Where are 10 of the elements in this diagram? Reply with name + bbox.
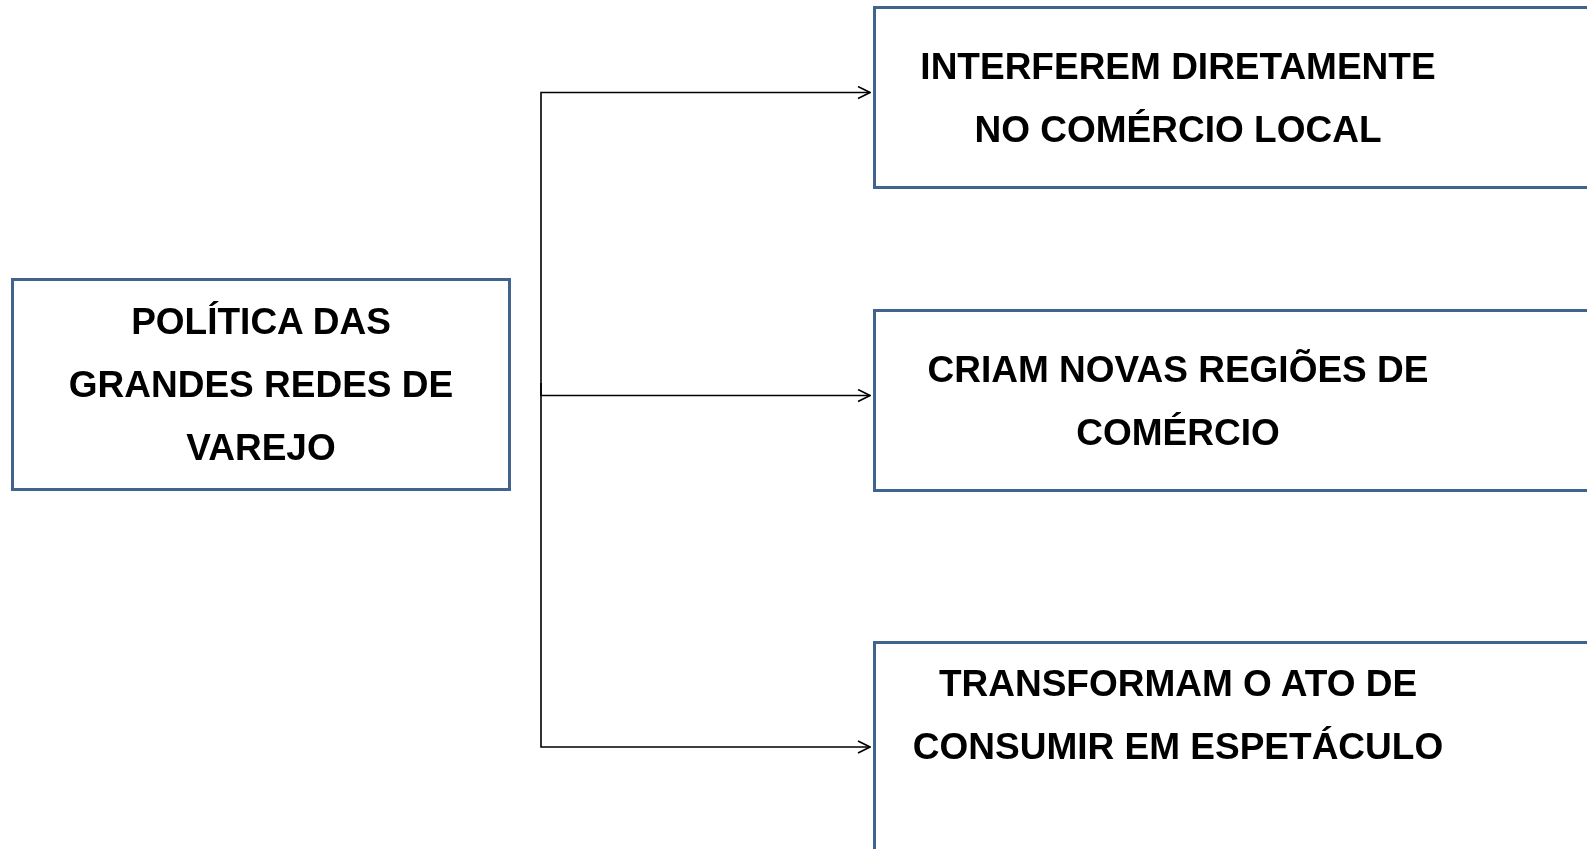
text-box xyxy=(873,309,1587,492)
box-label: POLÍTICA DAS GRANDES REDES DE VAREJO xyxy=(67,300,455,470)
arrow xyxy=(540,85,871,384)
text-box xyxy=(873,641,1587,849)
arrow xyxy=(540,381,871,754)
box-label: TRANSFORMAM O ATO DE CONSUMIR EM ESPETÁCULO xyxy=(911,662,1445,769)
box-label: CRIAM NOVAS REGIÕES DE COMÉRCIO xyxy=(926,347,1430,455)
text-box xyxy=(11,278,511,491)
text-box xyxy=(873,6,1587,189)
box-label: INTERFEREM DIRETAMENTE NO COMÉRCIO LOCAL xyxy=(919,44,1437,152)
